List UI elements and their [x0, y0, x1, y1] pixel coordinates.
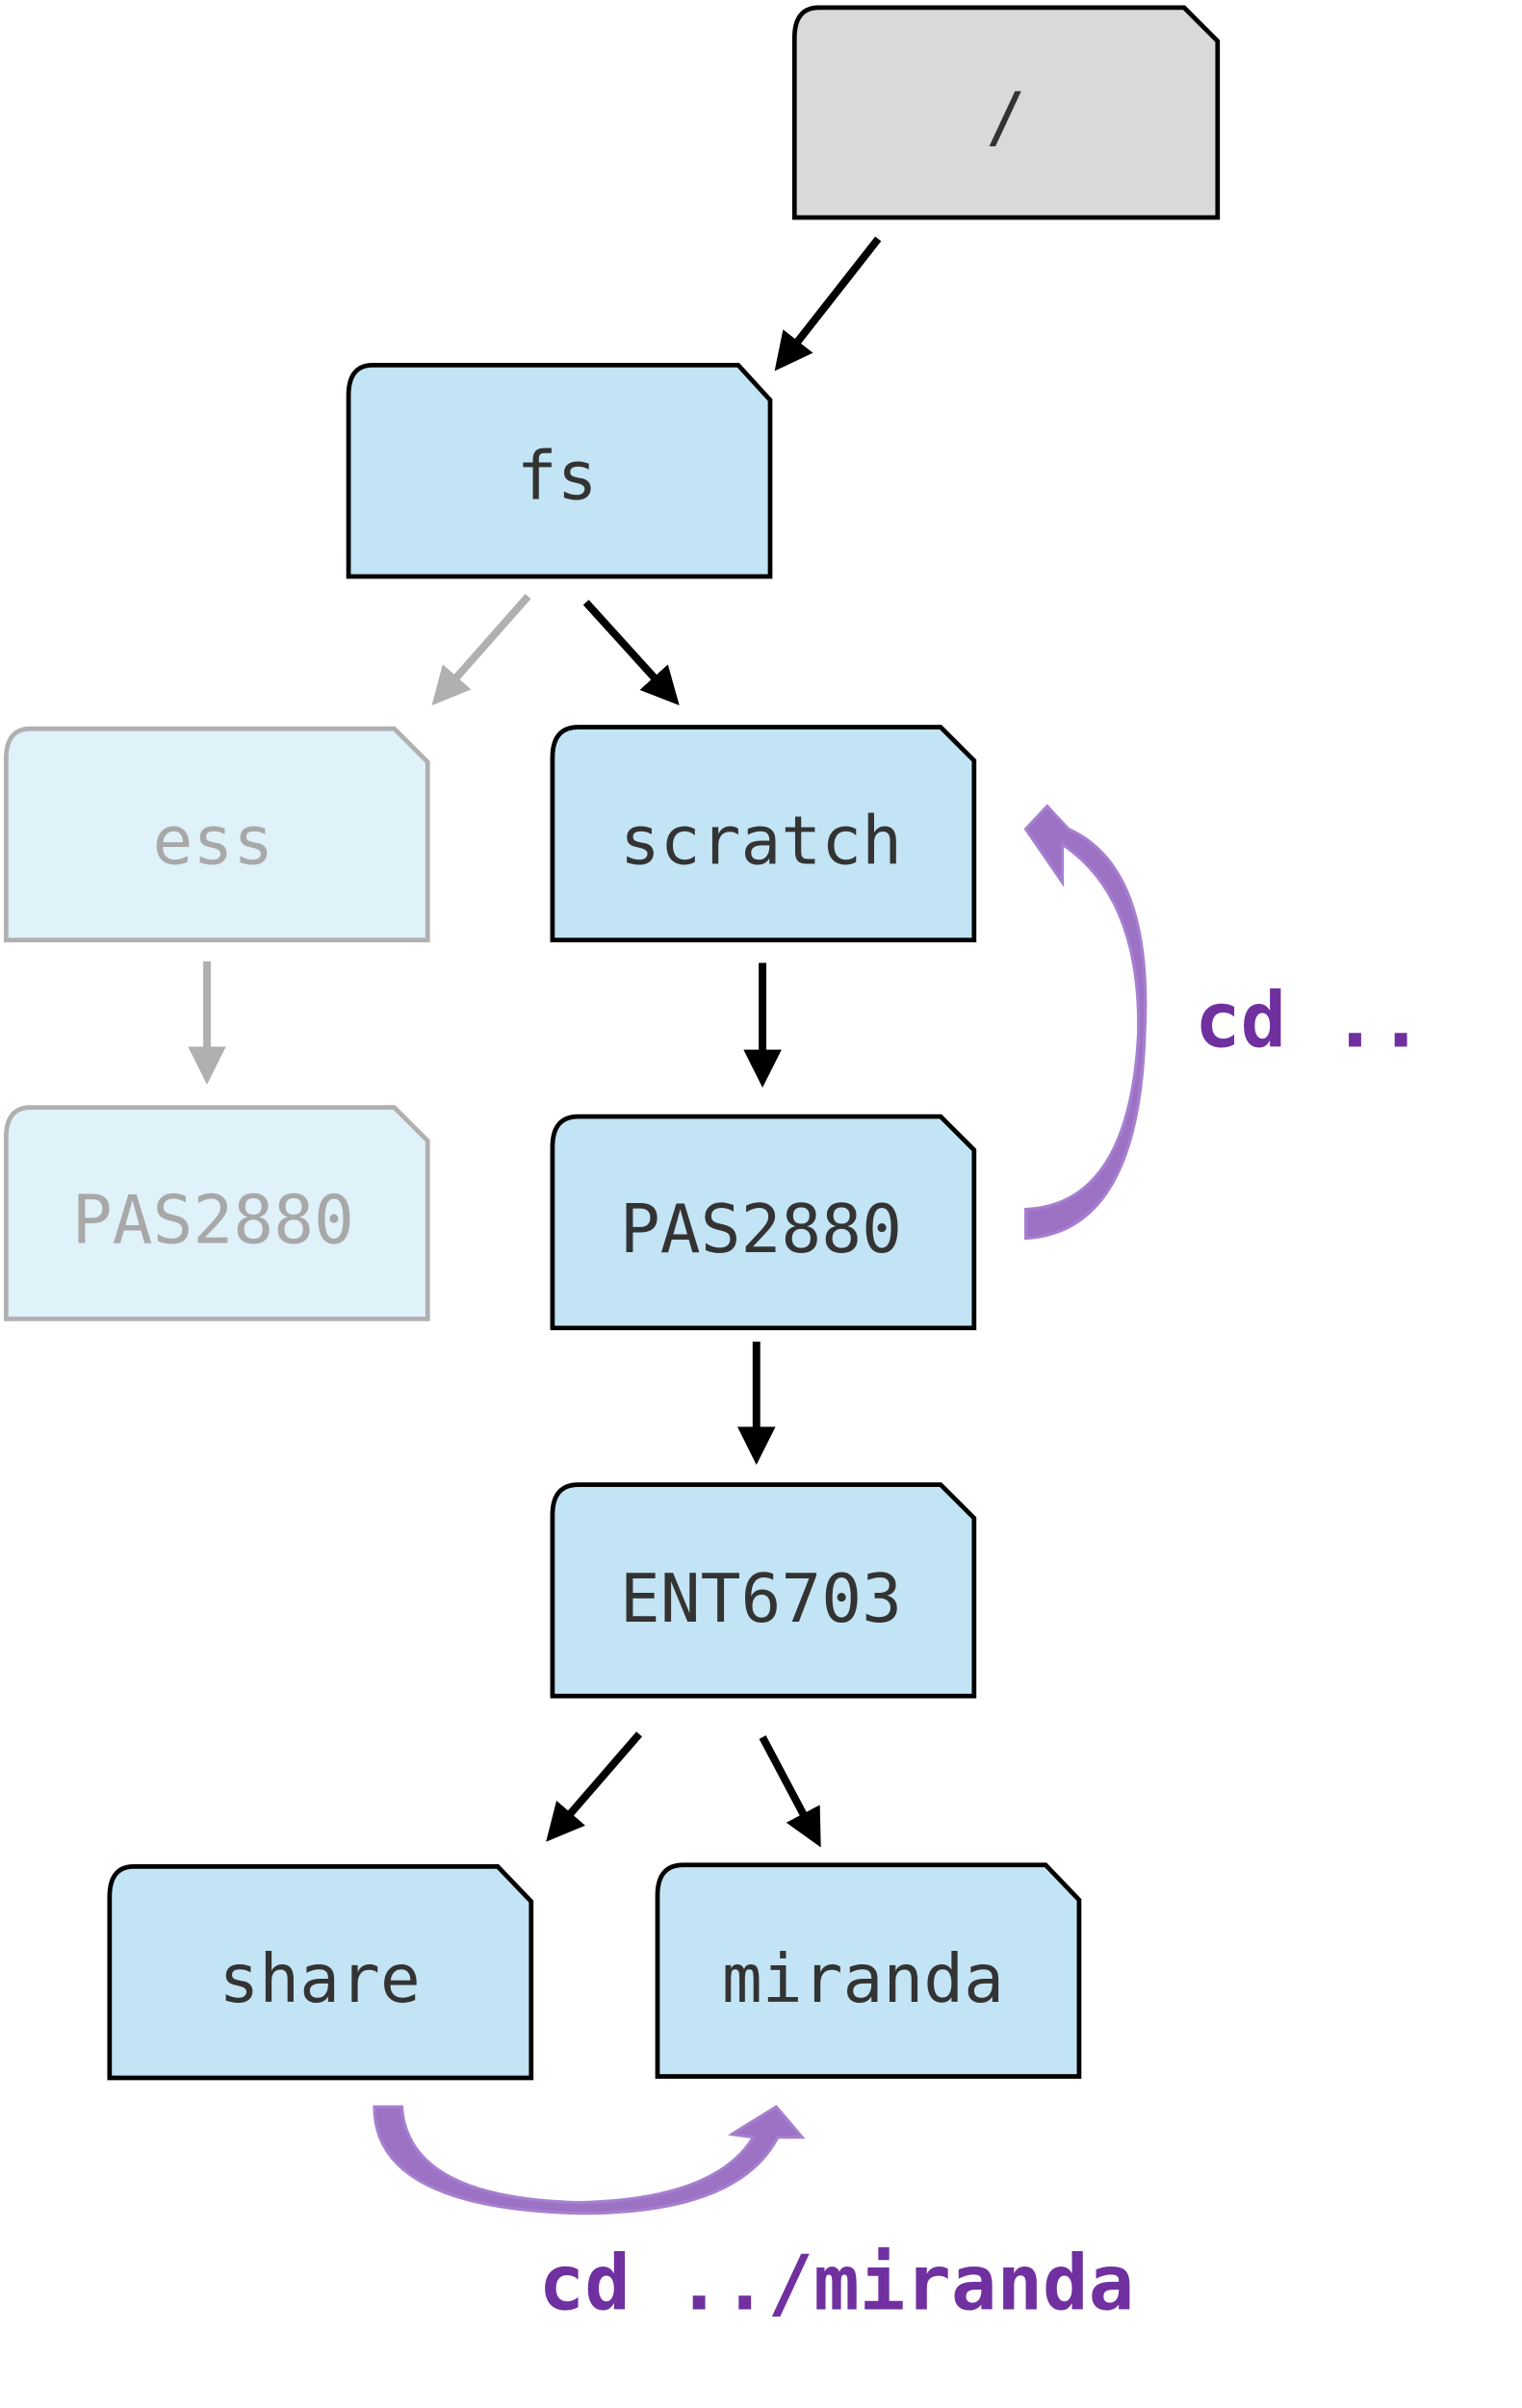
- folder-label: scratch: [620, 803, 902, 881]
- folder-share[interactable]: share: [107, 1863, 534, 2081]
- cd-up-command: cd ..: [1195, 976, 1424, 1064]
- edge-root-fs: [774, 236, 882, 371]
- folder-ess-pas2880[interactable]: PAS2880: [3, 1105, 430, 1321]
- folder-label: PAS2880: [620, 1191, 902, 1268]
- folder-label: ENT6703: [620, 1560, 902, 1638]
- cd-sibling-command: cd ../miranda: [539, 2239, 1135, 2327]
- folder-miranda[interactable]: miranda: [655, 1862, 1082, 2079]
- folder-ess[interactable]: ess: [3, 726, 430, 943]
- edge-ent6703-miranda: [759, 1735, 821, 1848]
- folder-label: miranda: [722, 1940, 1004, 2018]
- cd-sibling-arrow: [373, 2104, 806, 2216]
- edge-ent6703-share: [546, 1731, 643, 1842]
- edge-fs-ess: [431, 593, 531, 705]
- folder-fs[interactable]: fs: [346, 362, 773, 579]
- folder-label: share: [219, 1940, 420, 2018]
- folder-label: /: [986, 78, 1026, 156]
- edge-fs-scratch: [582, 600, 680, 705]
- folder-pas2880[interactable]: PAS2880: [550, 1114, 977, 1331]
- folder-root[interactable]: /: [791, 5, 1221, 220]
- folder-label: ess: [153, 803, 274, 881]
- folder-ent6703[interactable]: ENT6703: [550, 1482, 977, 1699]
- folder-scratch[interactable]: scratch: [550, 725, 977, 943]
- folder-label: fs: [517, 437, 598, 515]
- folder-label: PAS2880: [72, 1181, 354, 1259]
- cd-up-arrow: [1023, 804, 1148, 1241]
